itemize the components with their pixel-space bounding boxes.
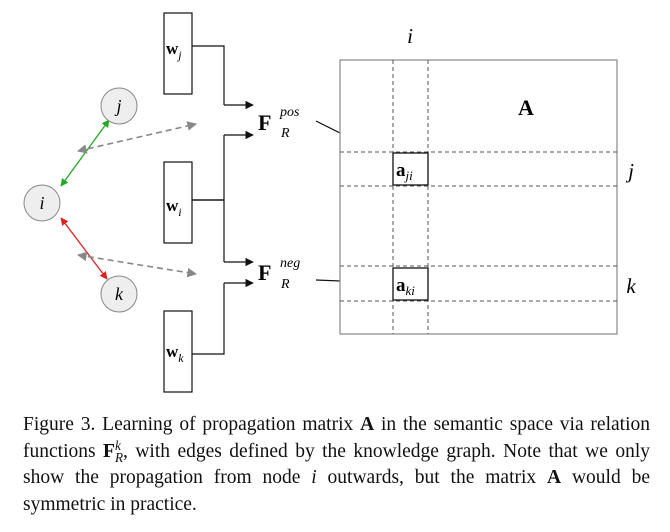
node-j-label: j: [114, 96, 121, 116]
svg-text:wj: wj: [166, 39, 182, 62]
figure-caption: Figure 3. Learning of propagation matrix…: [23, 412, 650, 518]
matrix-row-label-j: j: [625, 159, 634, 183]
node-k: k: [100, 275, 138, 313]
caption-part-2: in the semantic space via relation funct…: [23, 414, 650, 462]
matrix-name: A: [518, 95, 534, 120]
caption-f: F: [103, 440, 115, 462]
caption-matrix-a: A: [360, 414, 375, 435]
function-f-pos: F pos R: [258, 105, 300, 141]
matrix-a: A: [339, 59, 618, 335]
wi-sub: i: [178, 205, 181, 219]
wj-main: w: [166, 39, 179, 58]
caption-part-1: Figure 3. Learning of propagation matrix: [23, 414, 361, 435]
aki-sub: ki: [406, 283, 416, 298]
cell-a-ki: aki: [392, 267, 429, 301]
node-i-label: i: [39, 193, 44, 213]
matrix-row-label-k: k: [626, 274, 636, 298]
f-neg-main: F: [258, 260, 271, 285]
dashed-edge-pos: [77, 121, 197, 154]
f-neg-sup: neg: [280, 256, 300, 271]
connector-pos: [192, 45, 254, 201]
svg-text:aki: aki: [396, 275, 415, 298]
caption-part-3: , with edges defined by the knowledge gr…: [23, 440, 650, 489]
node-k-label: k: [115, 284, 124, 304]
figure-diagram: j i k wj wi wk F pos R F n: [23, 12, 636, 393]
function-f-neg: F neg R: [258, 256, 300, 292]
f-pos-sup: pos: [279, 105, 300, 120]
weight-box-wj: wj: [163, 12, 193, 95]
connector-neg: [192, 199, 254, 355]
caption-part-4: outwards, but the matrix: [316, 467, 548, 489]
node-j: j: [100, 87, 138, 125]
svg-text:wi: wi: [166, 196, 182, 219]
wk-main: w: [166, 342, 179, 361]
weight-box-wi: wi: [163, 161, 193, 244]
edge-i-j: [60, 119, 110, 187]
wk-sub: k: [178, 351, 184, 365]
caption-part-5: would be symmetric in practice.: [23, 467, 650, 515]
wj-sub: j: [176, 48, 182, 62]
caption-node-i: i: [311, 467, 317, 489]
svg-text:wk: wk: [166, 342, 184, 365]
svg-text:aji: aji: [396, 160, 413, 183]
caption-f-sup: k: [114, 437, 121, 453]
node-i: i: [23, 184, 61, 222]
aji-main: a: [396, 160, 406, 181]
cell-a-ji: aji: [392, 152, 429, 186]
f-pos-main: F: [258, 110, 271, 135]
caption-f-sub: R: [114, 450, 124, 466]
aji-sub: ji: [404, 168, 414, 183]
matrix-col-label-i: i: [407, 24, 413, 48]
f-pos-sub: R: [280, 126, 290, 141]
caption-matrix-a-2: A: [547, 467, 562, 489]
edge-i-k: [60, 217, 108, 280]
wi-main: w: [166, 196, 179, 215]
f-neg-sub: R: [280, 277, 290, 292]
weight-box-wk: wk: [163, 310, 193, 393]
aki-main: a: [396, 275, 406, 296]
